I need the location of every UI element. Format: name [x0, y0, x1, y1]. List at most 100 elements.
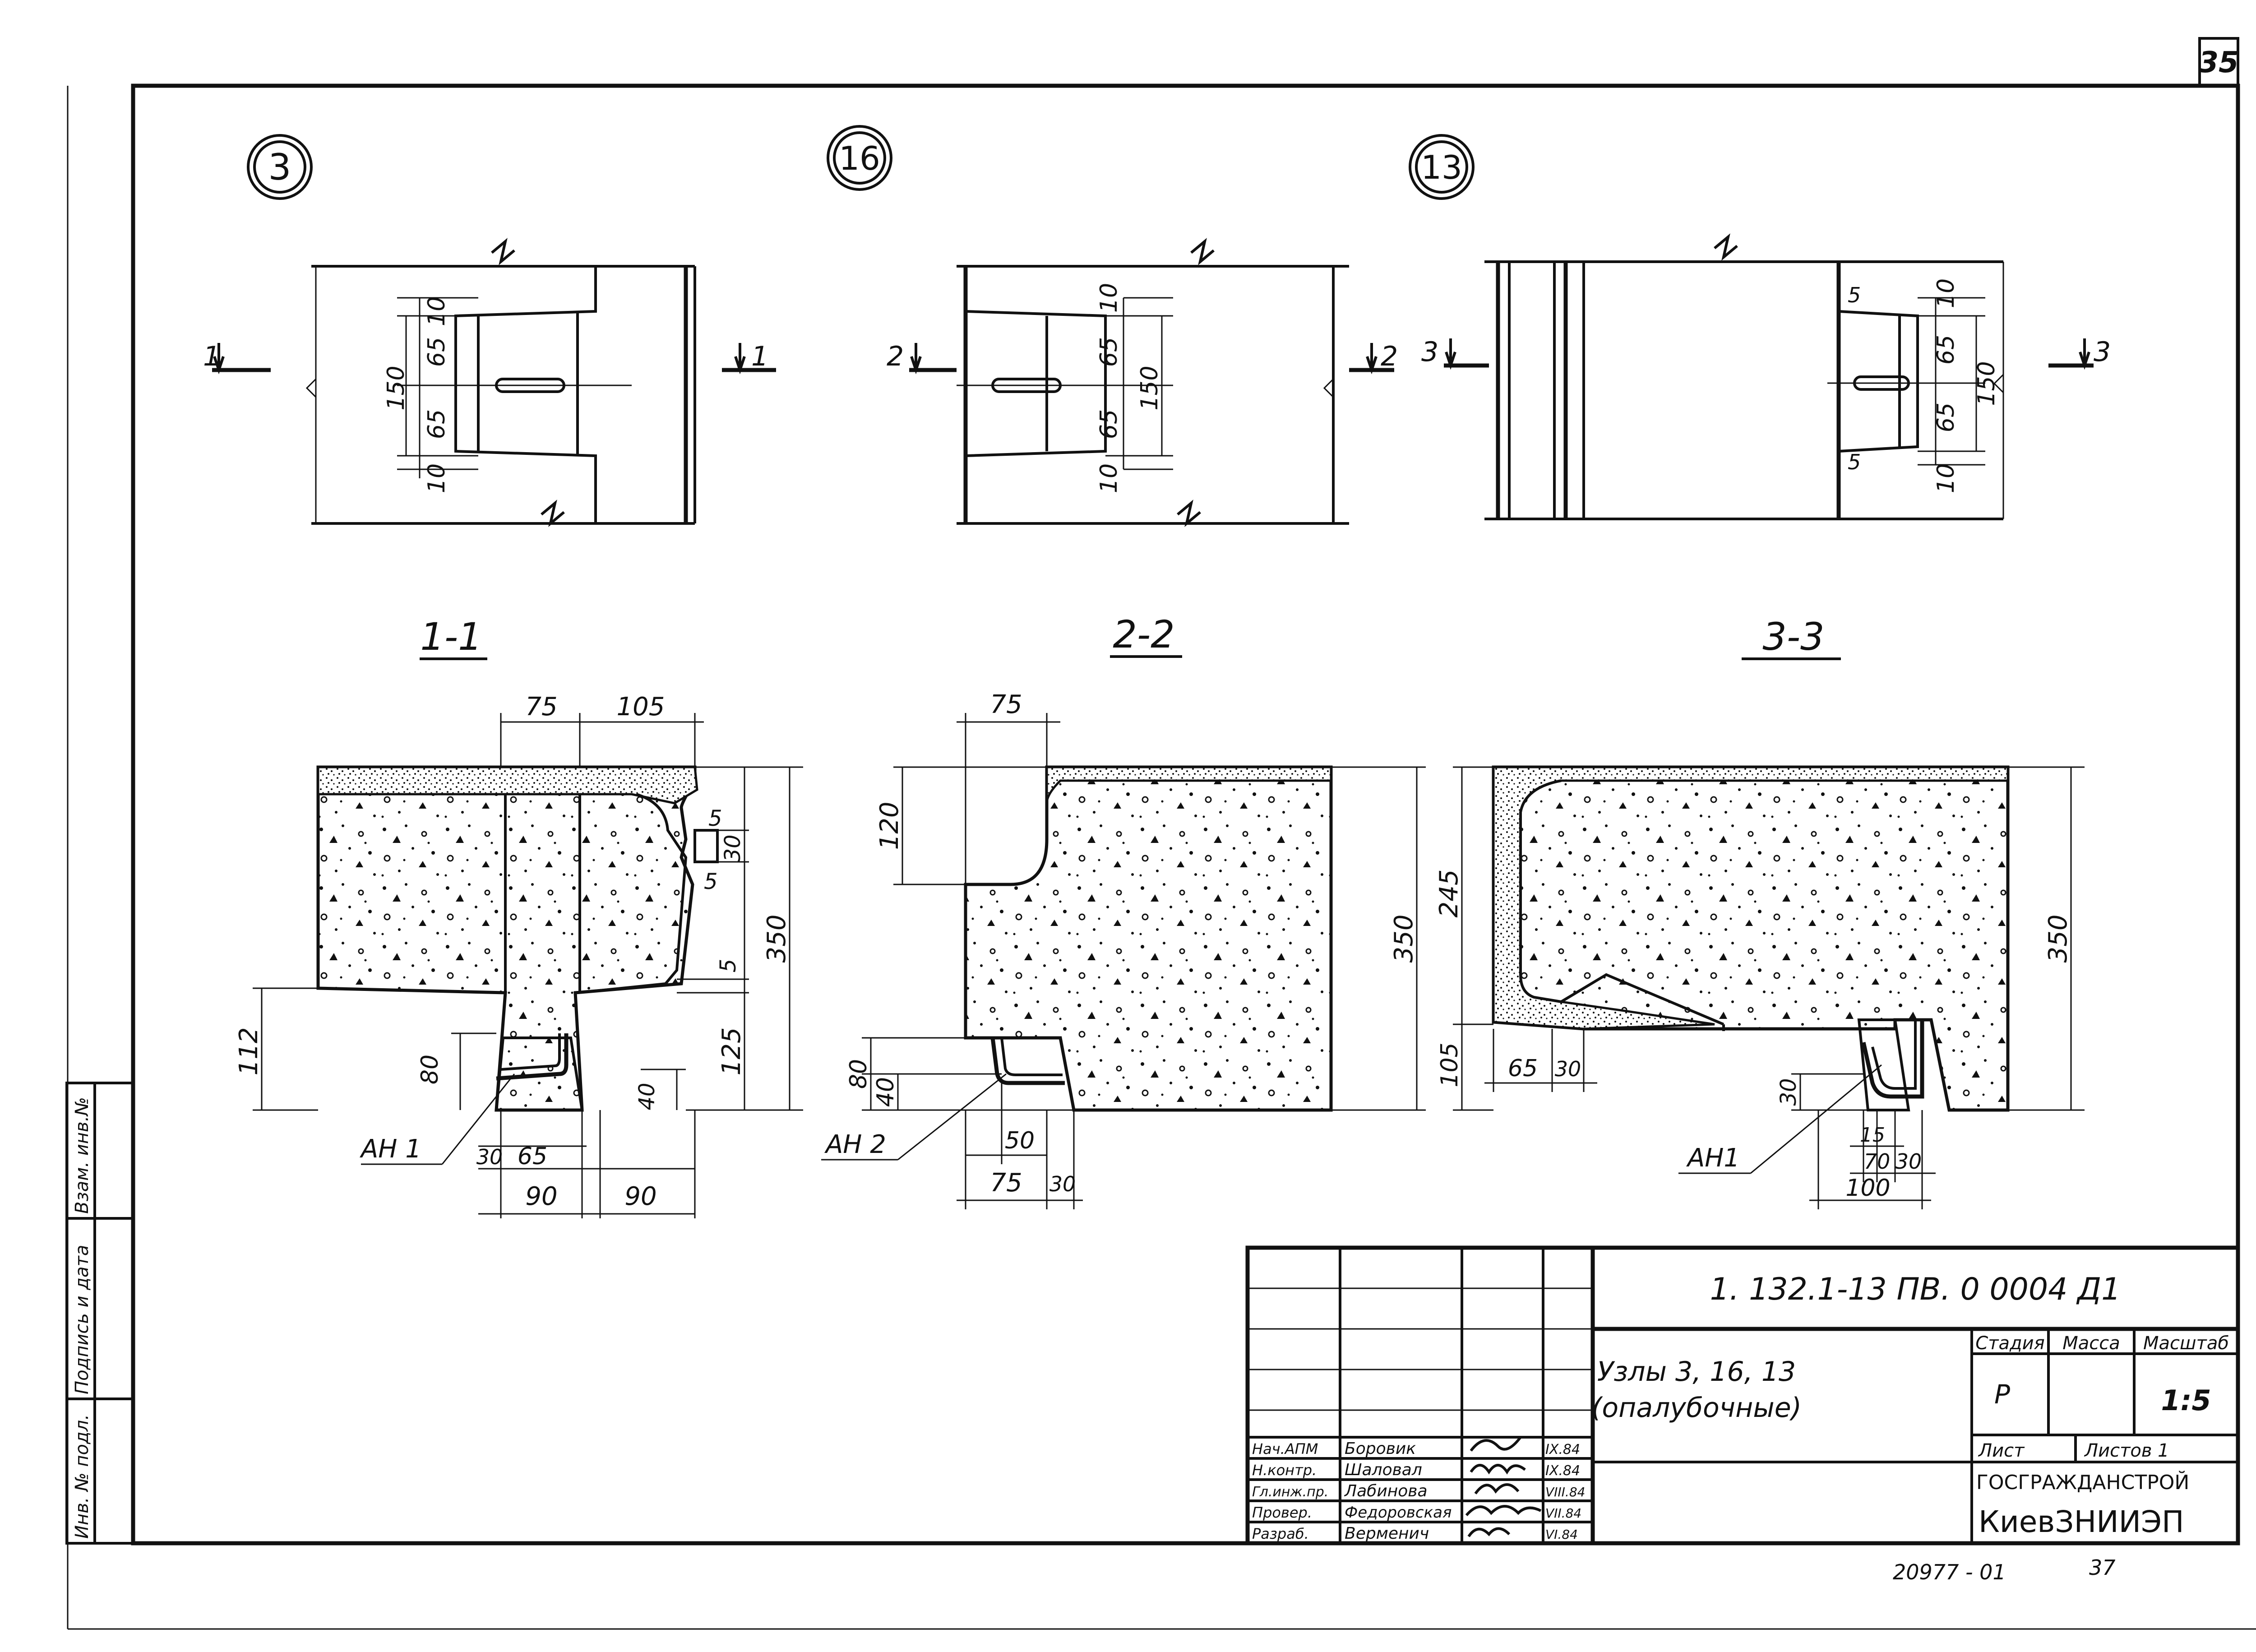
- section-2-2-dim-5: 50: [1005, 1127, 1035, 1154]
- section-1-1-dim-7: 125: [717, 1027, 746, 1076]
- detail-13: 13 5 10 65 150 65 5 10 3: [1409, 134, 2111, 520]
- section-2-2-dim-4: 40: [872, 1077, 899, 1107]
- detail-13-dim-5: 5: [1848, 450, 1861, 474]
- detail-3-dim-1: 65: [423, 337, 450, 367]
- title-block: 1. 132.1-13 ПВ. 0 0004 Д1 Узлы 3, 16, 13…: [1245, 1245, 2240, 1546]
- detail-3-section-right: 1: [751, 341, 768, 372]
- detail-3-dim-4: 10: [423, 463, 450, 493]
- section-2-2-title: 2-2: [1113, 612, 1174, 657]
- section-2-2-dim-3: 80: [845, 1059, 872, 1089]
- section-3-3-dim-8: 30: [1895, 1149, 1922, 1174]
- detail-13-dim-4: 65: [1932, 403, 1960, 432]
- section-1-1-dim-6: 5: [716, 959, 741, 973]
- name-2: Лабинова: [1344, 1482, 1428, 1500]
- signature-3: [1465, 1505, 1542, 1516]
- section-3-3-dim-3: 65: [1508, 1055, 1538, 1082]
- section-1-1-dim-3: 30: [720, 834, 745, 862]
- section-1-1-dim-10: 40: [634, 1083, 660, 1110]
- margin-label-2: Инв. № подл.: [72, 1414, 92, 1539]
- stage-label: Стадия: [1975, 1333, 2044, 1354]
- role-2: Гл.инж.пр.: [1252, 1484, 1328, 1500]
- section-3-3-dim-0: 245: [1434, 870, 1464, 918]
- section-1-1-dim-2: 5: [708, 806, 722, 831]
- section-1-1-dim-5: 350: [762, 915, 791, 963]
- section-3-3-dim-6: 15: [1860, 1124, 1885, 1147]
- section-1-1-dim-4: 5: [704, 869, 718, 894]
- page-number: 35: [2198, 46, 2238, 79]
- signature-2: [1474, 1483, 1520, 1495]
- section-1-1-anchor: АН 1: [360, 1134, 421, 1164]
- section-1-1-dim-12: 65: [518, 1143, 547, 1170]
- role-4: Разраб.: [1252, 1525, 1309, 1542]
- org-line2: КиевЗНИИЭП: [1979, 1504, 2184, 1539]
- detail-3-section-left: 1: [203, 341, 220, 372]
- detail-13-dim-0: 5: [1848, 283, 1861, 307]
- detail-13-section-left: 3: [1421, 336, 1438, 368]
- name-0: Боровик: [1345, 1439, 1416, 1458]
- detail-13-dim-6: 10: [1932, 463, 1960, 493]
- signature-4: [1467, 1527, 1511, 1537]
- name-4: Верменич: [1345, 1524, 1429, 1543]
- name-1: Шаловал: [1345, 1461, 1422, 1479]
- section-1-1-title: 1-1: [420, 615, 482, 659]
- section-3-3-dim-7: 70: [1864, 1149, 1891, 1174]
- detail-13-dim-1: 10: [1932, 278, 1960, 308]
- sheet-label: Лист: [1978, 1440, 2025, 1461]
- detail-13-marker: 13: [1421, 148, 1462, 186]
- detail-3-dim-0: 10: [423, 296, 450, 326]
- section-1-1-dim-9: 80: [416, 1055, 444, 1084]
- section-2-2-dim-0: 75: [990, 690, 1022, 719]
- detail-13-section-right: 3: [2094, 336, 2111, 368]
- stage-value: Р: [1994, 1379, 2010, 1410]
- detail-3: 3 10 65 150 65 10 1 1: [203, 134, 776, 527]
- scale-label: Масштаб: [2143, 1333, 2229, 1354]
- date-4: VI.84: [1545, 1527, 1578, 1542]
- section-3-3-dim-5: 30: [1776, 1078, 1801, 1106]
- inner-frame: [131, 83, 2240, 1546]
- section-3-3-dim-4: 30: [1555, 1057, 1581, 1081]
- date-1: IX.84: [1545, 1463, 1580, 1479]
- detail-13-dim-2: 65: [1932, 335, 1960, 365]
- detail-3-dim-3: 65: [423, 409, 450, 439]
- drawing-name-line2: (опалубочные): [1591, 1392, 1802, 1424]
- sheets-label: Листов 1: [2084, 1440, 2169, 1461]
- section-1-1-dim-14: 90: [624, 1182, 656, 1211]
- section-1-1-dim-13: 90: [525, 1182, 557, 1211]
- section-2-2: 2-2 75 120 350 80 40 50 75 30: [821, 612, 1426, 1209]
- detail-3-marker: 3: [268, 146, 291, 188]
- section-1-1-dim-8: 112: [234, 1027, 264, 1076]
- section-2-2-dim-2: 350: [1389, 915, 1419, 963]
- margin-label-1: Подпись и дата: [72, 1245, 92, 1394]
- section-1-1-dim-0: 75: [525, 692, 557, 722]
- section-3-3-title: 3-3: [1762, 615, 1824, 659]
- date-2: VIII.84: [1545, 1485, 1585, 1499]
- section-3-3-dim-1: 350: [2043, 915, 2073, 963]
- section-3-3: 3-3 245 350 105 65 30 30: [1434, 615, 2085, 1209]
- section-2-2-dim-7: 30: [1049, 1172, 1076, 1196]
- date-3: VII.84: [1545, 1506, 1581, 1521]
- role-0: Нач.АПМ: [1252, 1440, 1318, 1458]
- detail-16-dim-2: 150: [1136, 366, 1163, 410]
- section-1-1-dim-1: 105: [617, 692, 665, 722]
- section-3-3-dim-9: 100: [1845, 1175, 1890, 1202]
- detail-3-dim-2: 150: [383, 366, 410, 410]
- signature-1: [1470, 1464, 1526, 1475]
- scale-value: 1:5: [2161, 1384, 2211, 1417]
- section-2-2-anchor: АН 2: [824, 1130, 886, 1159]
- section-1-1: 1-1 75 105 5 30 5 350 5 125: [234, 615, 803, 1218]
- detail-16-dim-3: 65: [1096, 409, 1123, 439]
- org-line1: ГОСГРАЖДАНСТРОЙ: [1976, 1470, 2189, 1494]
- mass-label: Масса: [2062, 1333, 2120, 1354]
- signature-0: [1470, 1436, 1522, 1452]
- detail-16-section-left: 2: [887, 341, 904, 372]
- margin-stamp: Взам. инв.№ Подпись и дата Инв. № подл.: [65, 1082, 134, 1545]
- section-1-1-dim-11: 30: [476, 1145, 503, 1169]
- detail-16: 16 10 65 150 65 10 2 2: [827, 125, 1398, 527]
- date-0: IX.84: [1545, 1442, 1580, 1458]
- section-3-3-anchor: АН1: [1686, 1143, 1740, 1173]
- section-2-2-dim-1: 120: [875, 802, 904, 850]
- name-3: Федоровская: [1345, 1504, 1452, 1522]
- role-3: Провер.: [1252, 1504, 1312, 1521]
- margin-label-0: Взам. инв.№: [72, 1097, 92, 1214]
